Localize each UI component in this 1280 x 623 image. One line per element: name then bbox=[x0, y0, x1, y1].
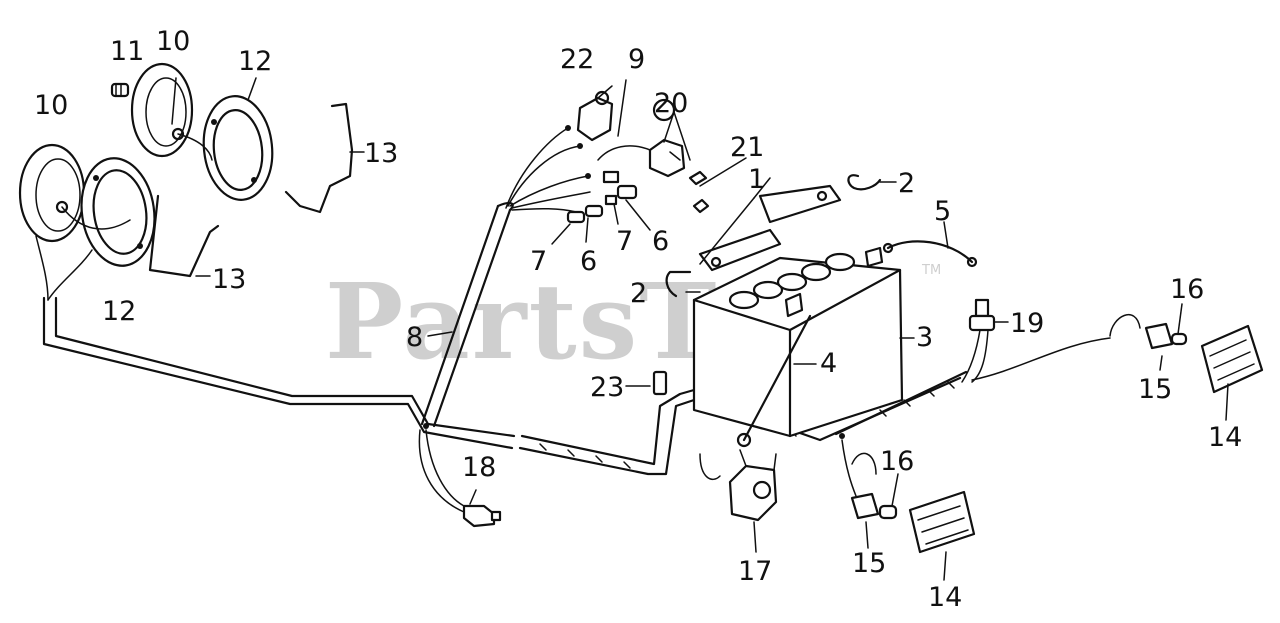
harness-branch-wires bbox=[505, 125, 591, 213]
headlight-housing-right bbox=[202, 95, 274, 201]
callout-9: 9 bbox=[628, 44, 645, 75]
j-bolt-lower bbox=[665, 270, 692, 298]
headlight-housing-left bbox=[80, 157, 156, 267]
tail-light-lens-lower bbox=[908, 490, 976, 554]
callouts: 10 10 11 12 12 13 13 22 9 20 21 1 2 2 5 … bbox=[34, 26, 1242, 613]
callout-3: 3 bbox=[916, 322, 933, 353]
connectors bbox=[566, 170, 638, 224]
headlight-lens-left bbox=[18, 143, 86, 243]
callout-15-upper: 15 bbox=[1138, 374, 1172, 405]
callout-5: 5 bbox=[934, 196, 951, 227]
callout-4: 4 bbox=[820, 348, 837, 379]
callout-2-upper: 2 bbox=[898, 168, 915, 199]
callout-16-lower: 16 bbox=[880, 446, 914, 477]
headlight-screw bbox=[110, 82, 130, 98]
fuse bbox=[652, 370, 668, 396]
ignition-wire bbox=[597, 145, 651, 161]
tail-light-socket-lower bbox=[841, 439, 898, 520]
callout-8: 8 bbox=[406, 322, 423, 353]
callout-11: 11 bbox=[110, 36, 144, 67]
callout-6-right: 6 bbox=[652, 226, 669, 257]
callout-2-lower: 2 bbox=[630, 278, 647, 309]
callout-7-left: 7 bbox=[530, 246, 547, 277]
callout-12-upper: 12 bbox=[238, 46, 272, 77]
callout-12-lower: 12 bbox=[102, 296, 136, 327]
battery bbox=[692, 246, 904, 438]
callout-19: 19 bbox=[1010, 308, 1044, 339]
callout-20: 20 bbox=[654, 88, 688, 119]
starter-solenoid bbox=[699, 449, 778, 522]
hood-panel-outline bbox=[148, 102, 354, 278]
j-bolt-upper bbox=[847, 174, 882, 191]
callout-21: 21 bbox=[730, 132, 764, 163]
callout-23: 23 bbox=[590, 372, 624, 403]
callout-7-right: 7 bbox=[616, 226, 633, 257]
leader-lines bbox=[171, 77, 1229, 581]
callout-13-lower: 13 bbox=[212, 264, 246, 295]
safety-switch bbox=[961, 298, 996, 383]
callout-6-left: 6 bbox=[580, 246, 597, 277]
positive-cable bbox=[742, 314, 812, 442]
callout-22: 22 bbox=[560, 44, 594, 75]
callout-17: 17 bbox=[738, 556, 772, 587]
callout-1: 1 bbox=[748, 164, 765, 195]
headlight-wires bbox=[35, 133, 213, 301]
callout-18: 18 bbox=[462, 452, 496, 483]
callout-10-left: 10 bbox=[34, 90, 68, 121]
callout-14-upper: 14 bbox=[1208, 422, 1242, 453]
callout-13-upper: 13 bbox=[364, 138, 398, 169]
callout-10-right: 10 bbox=[156, 26, 190, 57]
key-switch bbox=[576, 85, 614, 142]
callout-15-lower: 15 bbox=[852, 548, 886, 579]
callout-16-upper: 16 bbox=[1170, 274, 1204, 305]
seat-switch bbox=[418, 429, 502, 528]
negative-cable bbox=[886, 240, 974, 264]
battery-hold-down bbox=[698, 184, 842, 272]
tail-light-socket-upper bbox=[971, 314, 1188, 381]
watermark-trademark: TM bbox=[921, 263, 941, 278]
ignition-key bbox=[688, 170, 710, 214]
tail-light-lens-upper bbox=[1200, 324, 1264, 394]
headlight-lens-right bbox=[130, 62, 194, 158]
callout-14-lower: 14 bbox=[928, 582, 962, 613]
